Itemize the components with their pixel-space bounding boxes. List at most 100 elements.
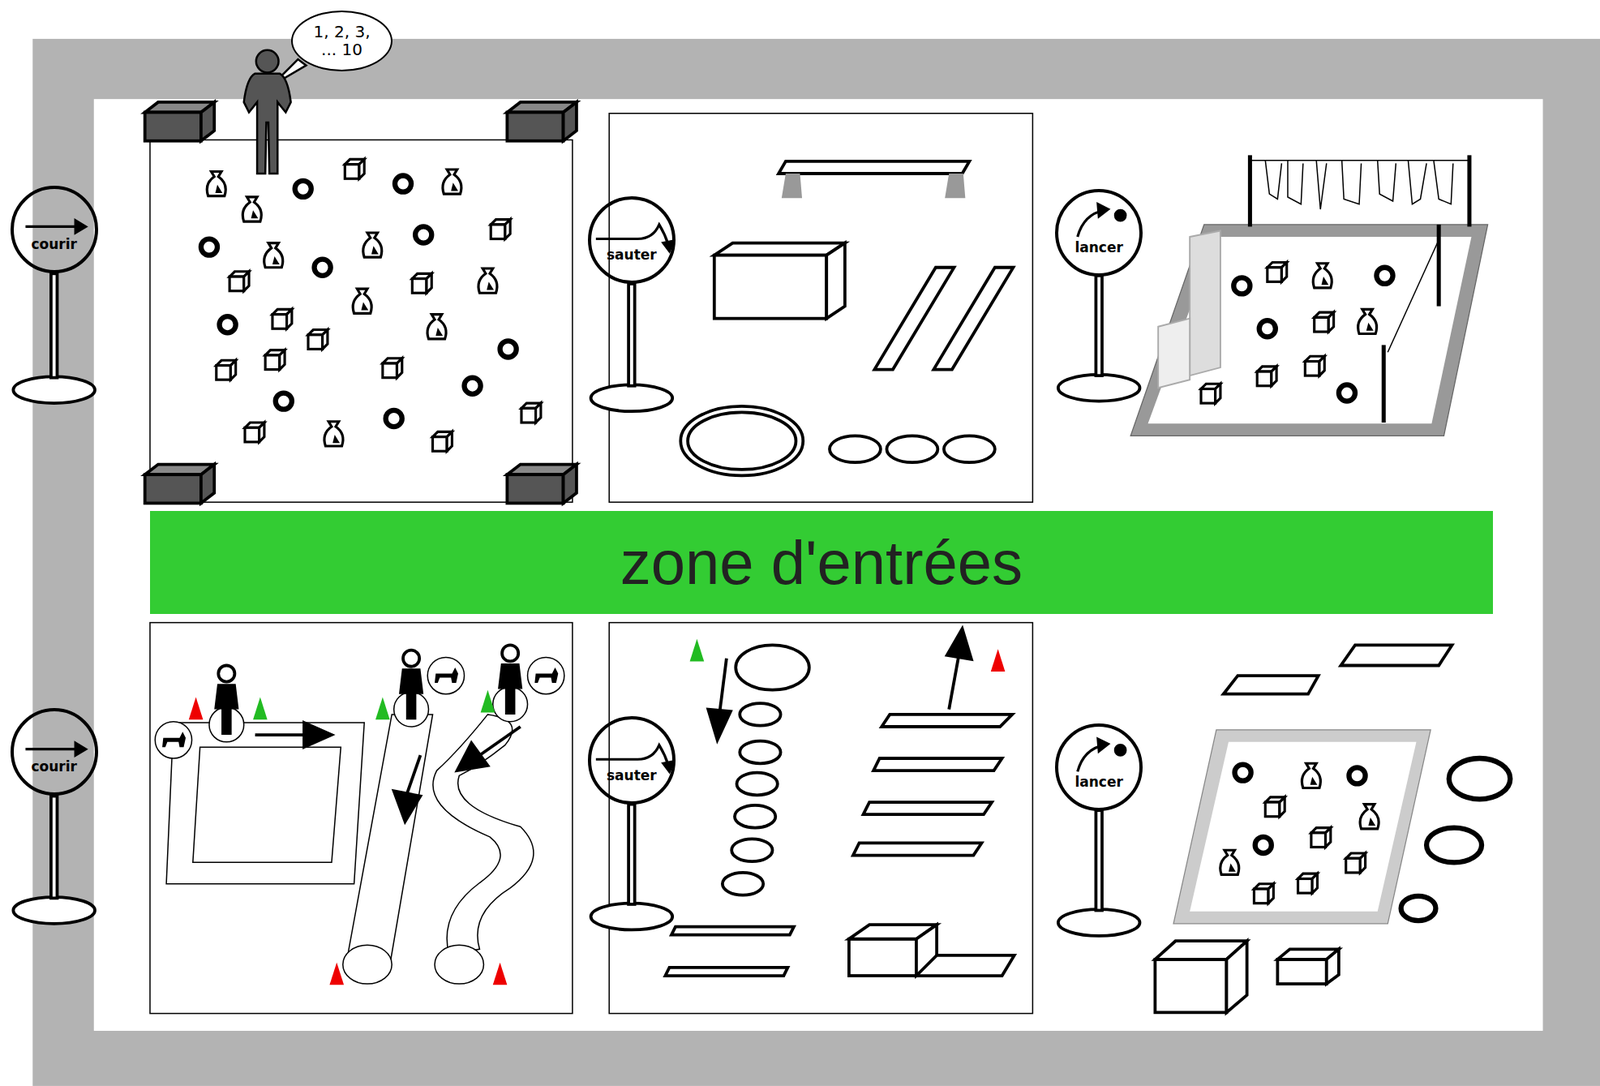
drawing-shape xyxy=(596,745,669,766)
drawing-shape xyxy=(244,427,260,442)
drawing-shape xyxy=(521,407,537,423)
drawing-shape xyxy=(1115,745,1126,756)
drawing-shape xyxy=(265,355,280,370)
drawing-shape xyxy=(216,365,232,381)
drawing-shape xyxy=(256,50,279,73)
drawing-shape xyxy=(403,650,420,667)
drawing-shape xyxy=(479,726,520,755)
drawing-shape xyxy=(304,722,332,747)
drawing-shape xyxy=(360,302,369,311)
drawing-shape xyxy=(1376,267,1393,284)
drawing-shape xyxy=(534,667,558,683)
drawing-shape xyxy=(343,944,392,984)
drawing-shape xyxy=(308,334,323,350)
drawing-shape xyxy=(486,281,494,290)
drawing-shape xyxy=(1267,267,1283,283)
drawing-shape xyxy=(664,967,788,976)
drawing-shape xyxy=(563,464,577,504)
drawing-shape xyxy=(434,944,484,984)
drawing-shape xyxy=(1173,729,1431,924)
drawing-shape xyxy=(1253,888,1269,904)
drawing-shape xyxy=(433,437,448,452)
drawing-shape xyxy=(826,243,846,319)
drawing-group xyxy=(1249,154,1470,423)
drawing-shape xyxy=(505,219,511,240)
drawing-shape xyxy=(527,656,565,694)
drawing-shape xyxy=(32,38,1600,1086)
drawing-shape xyxy=(394,175,412,193)
drawing-shape xyxy=(1098,204,1109,217)
drawing-shape xyxy=(154,721,192,759)
drawing-shape xyxy=(145,474,202,503)
drawing-shape xyxy=(873,758,1003,771)
drawing-shape xyxy=(201,464,215,504)
drawing-group xyxy=(145,102,577,504)
drawing-shape xyxy=(230,360,236,380)
drawing-shape xyxy=(415,226,432,243)
node-label: courir xyxy=(30,235,77,253)
drawing-shape xyxy=(1130,224,1488,436)
drawing-shape xyxy=(1346,857,1361,873)
drawing-shape xyxy=(244,73,292,174)
drawing-shape xyxy=(944,173,966,198)
drawing-shape xyxy=(145,112,202,142)
drawing-shape xyxy=(680,406,803,477)
drawing-shape xyxy=(1095,275,1103,376)
drawing-shape xyxy=(596,224,669,245)
drawing-shape xyxy=(781,173,803,198)
drawing-shape xyxy=(259,422,265,442)
drawing-shape xyxy=(501,644,519,661)
drawing-shape xyxy=(214,683,239,735)
drawing-shape xyxy=(563,102,577,142)
drawing-shape xyxy=(990,648,1006,672)
drawing-shape xyxy=(736,772,777,796)
drawing-shape xyxy=(943,435,996,463)
drawing-shape xyxy=(916,955,1015,976)
drawing-shape xyxy=(295,180,312,198)
drawing-shape xyxy=(1248,154,1253,227)
drawing-shape xyxy=(1256,371,1272,387)
drawing-group xyxy=(188,639,1006,986)
drawing-shape xyxy=(396,358,402,378)
drawing-shape xyxy=(1235,764,1252,781)
drawing-shape xyxy=(1311,832,1326,848)
drawing-shape xyxy=(628,804,635,905)
station-sign: lancer xyxy=(1055,188,1143,277)
drawing-shape xyxy=(1304,361,1320,377)
drawing-shape xyxy=(324,421,344,447)
drawing-shape xyxy=(251,210,259,219)
drawing-shape xyxy=(1058,909,1141,936)
drawing-shape xyxy=(206,171,226,196)
drawing-shape xyxy=(1215,383,1221,404)
drawing-shape xyxy=(663,240,674,252)
station-sign: courir xyxy=(10,707,99,796)
drawing-shape xyxy=(1387,240,1439,352)
drawing-shape xyxy=(1255,836,1272,854)
drawing-group xyxy=(1401,758,1511,921)
drawing-shape xyxy=(1281,261,1287,282)
node-label: lancer xyxy=(1074,239,1123,256)
station-sign: courir xyxy=(10,185,99,274)
drawing-shape xyxy=(150,139,573,502)
drawing-shape xyxy=(433,714,534,955)
entry-zone-band: zone d'entrées xyxy=(150,510,1493,614)
drawing-shape xyxy=(332,434,340,443)
drawing-shape xyxy=(150,622,573,1014)
drawing-shape xyxy=(1314,317,1330,332)
drawing-shape xyxy=(242,197,262,222)
drawing-shape xyxy=(272,256,280,265)
node-label: lancer xyxy=(1074,773,1123,790)
drawing-shape xyxy=(264,243,284,268)
drawing-shape xyxy=(1381,344,1386,423)
drawing-shape xyxy=(394,790,421,822)
drawing-shape xyxy=(663,761,674,773)
drawing-shape xyxy=(1189,230,1221,376)
drawing-shape xyxy=(671,926,794,936)
drawing-shape xyxy=(314,259,331,276)
drawing-shape xyxy=(201,239,218,256)
drawing-shape xyxy=(714,255,827,319)
drawing-shape xyxy=(1223,675,1319,695)
drawing-shape xyxy=(863,802,993,815)
drawing-shape xyxy=(478,268,498,293)
drawing-shape xyxy=(1226,940,1247,1013)
